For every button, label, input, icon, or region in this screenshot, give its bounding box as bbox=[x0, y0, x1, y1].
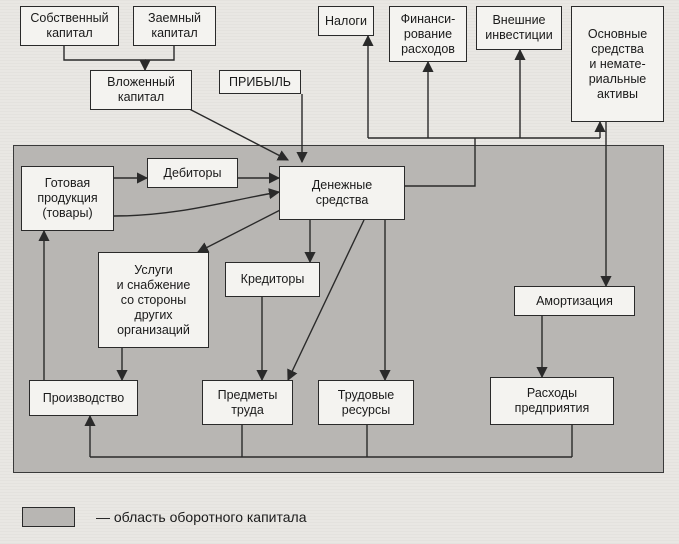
node-debtors: Дебиторы bbox=[147, 158, 238, 188]
node-materials: Предметы труда bbox=[202, 380, 293, 425]
node-profit: ПРИБЫЛЬ bbox=[219, 70, 301, 94]
node-depreciation: Амортизация bbox=[514, 286, 635, 316]
legend-label: — область оборотного капитала bbox=[96, 509, 307, 525]
node-invested-capital: Вложенный капитал bbox=[90, 70, 192, 110]
node-labor: Трудовые ресурсы bbox=[318, 380, 414, 425]
node-expenses: Расходы предприятия bbox=[490, 377, 614, 425]
node-fixed-assets: Основные средства и немате- риальные акт… bbox=[571, 6, 664, 122]
node-borrowed-capital: Заемный капитал bbox=[133, 6, 216, 46]
node-production: Производство bbox=[29, 380, 138, 416]
node-services: Услуги и снабжение со стороны других орг… bbox=[98, 252, 209, 348]
arrow-cash-to-services bbox=[197, 204, 291, 253]
arrow-goods-to-cash bbox=[113, 188, 281, 217]
line-cash-to-right-bus bbox=[405, 138, 476, 187]
node-financing: Финанси- рование расходов bbox=[389, 6, 467, 62]
node-taxes: Налоги bbox=[318, 6, 374, 36]
line-borrowed-to-invested bbox=[145, 46, 175, 61]
node-cash: Денежные средства bbox=[279, 166, 405, 220]
arrow-cash-to-materials bbox=[287, 219, 365, 382]
arrow-own-to-invested bbox=[63, 46, 151, 72]
node-external-investments: Внешние инвестиции bbox=[476, 6, 562, 50]
node-finished-goods: Готовая продукция (товары) bbox=[21, 166, 114, 231]
node-own-capital: Собственный капитал bbox=[20, 6, 119, 46]
legend-swatch bbox=[22, 507, 75, 527]
node-creditors: Кредиторы bbox=[225, 262, 320, 297]
